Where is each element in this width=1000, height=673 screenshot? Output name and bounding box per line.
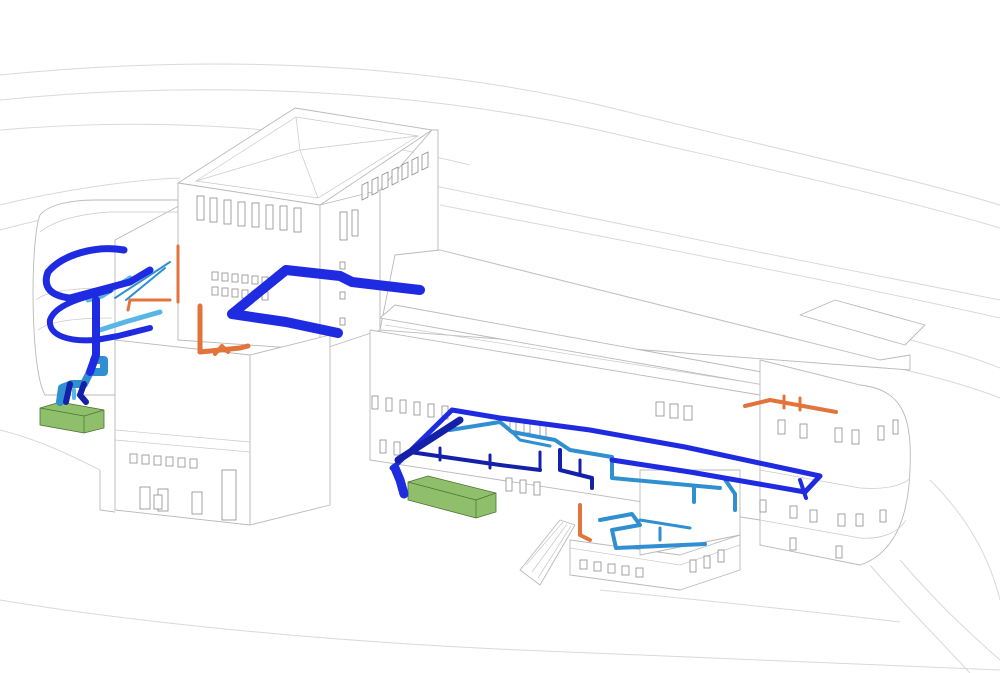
building-lower-left-block bbox=[99, 334, 331, 526]
building-central-tower bbox=[177, 107, 439, 351]
ahu-left[interactable] bbox=[39, 401, 105, 434]
building-right-wing bbox=[759, 299, 926, 566]
building-annex bbox=[519, 469, 741, 591]
supply-ductwork bbox=[42, 245, 823, 500]
air-handling-units bbox=[39, 401, 497, 519]
exhaust-ductwork bbox=[126, 244, 838, 542]
building-left-wing bbox=[32, 199, 191, 396]
ahu-right[interactable] bbox=[407, 475, 497, 519]
site-roads bbox=[0, 63, 1000, 673]
